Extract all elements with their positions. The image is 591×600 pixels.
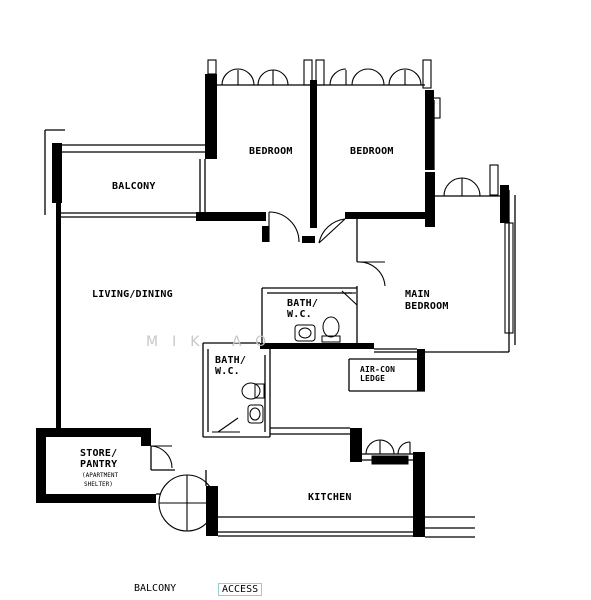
main-bedroom-label-line2: BEDROOM [405,301,449,312]
doors [150,211,386,532]
thick-walls [36,74,509,537]
fixtures [241,316,409,465]
bedroom-1-label: BEDROOM [249,146,293,157]
balcony-label: BALCONY [112,181,156,192]
living-dining-label: LIVING/DINING [92,289,173,300]
store-pantry-label-line2: PANTRY [80,459,117,470]
bedroom-2-label: BEDROOM [350,146,394,157]
aircon-ledge-label-line1: AIR-CON [360,365,395,374]
bath-1-label-line2: W.C. [287,309,312,320]
windows [207,59,514,455]
bath-1-label-line1: BATH/ [287,298,318,309]
kitchen-label: KITCHEN [308,492,352,503]
legend-access: ACCESS [218,583,263,596]
bath-2-label-line1: BATH/ [215,355,246,366]
watermark: MIK AO [146,334,280,350]
thin-walls [44,84,516,538]
store-pantry-label-line4: SHELTER) [84,481,113,488]
store-pantry-label-line1: STORE/ [80,448,117,459]
store-pantry-label-line3: (APARTMENT [82,472,119,479]
legend-balcony: BALCONY [134,583,177,594]
aircon-ledge-label-line2: LEDGE [360,374,385,383]
main-bedroom-label-line1: MAIN [405,289,430,300]
bath-2-label-line2: W.C. [215,366,240,377]
